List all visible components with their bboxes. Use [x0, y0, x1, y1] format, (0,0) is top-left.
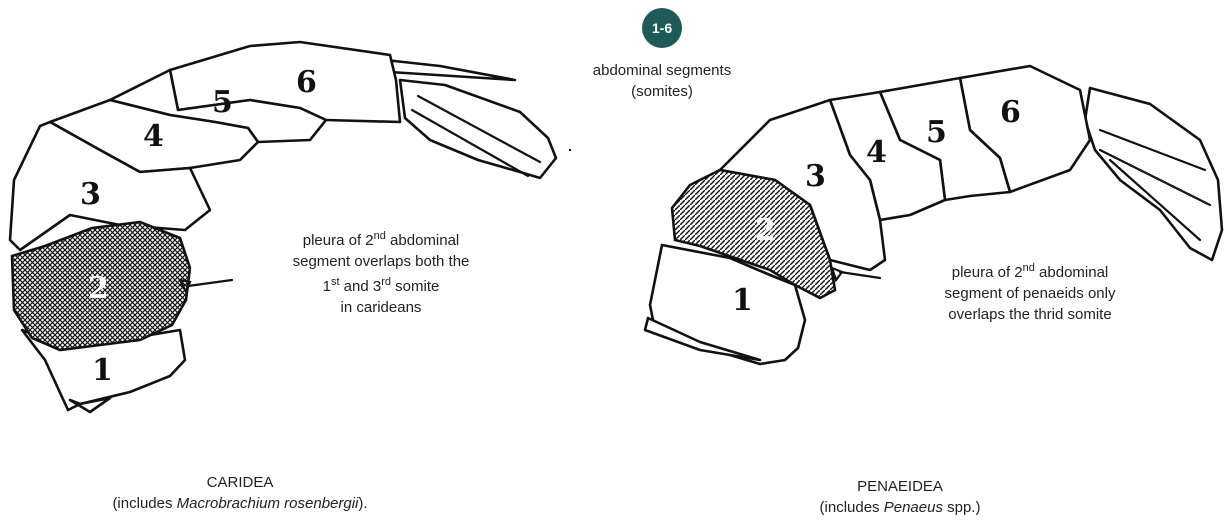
caridea-note-text: abdominal [386, 232, 459, 249]
penaeidea-note-text: abdominal [1035, 264, 1108, 281]
penaeidea-segment-label-1: 1 [732, 283, 753, 318]
penaeidea-note: pleura of 2nd abdominal segment of penae… [880, 258, 1180, 325]
caridea-note-line4: in carideans [236, 297, 526, 318]
penaeidea-caption-text: spp.) [943, 499, 981, 516]
penaeidea-segment-label-5: 5 [926, 115, 947, 150]
caridea-segment-label-3: 3 [80, 177, 101, 212]
penaeidea-segment-label-4: 4 [866, 135, 887, 170]
caridea-segment-label-1: 1 [92, 353, 113, 388]
caridea-segment-label-4: 4 [143, 119, 164, 154]
penaeidea-segment-label-2: 2 [755, 213, 776, 248]
legend-description-line2: (somites) [552, 81, 772, 102]
penaeidea-pointer-arrow [840, 272, 880, 278]
caridea-caption: CARIDEA (includes Macrobrachium rosenber… [90, 472, 390, 514]
caridea-caption-text: ). [358, 495, 367, 512]
caridea-note-sup: rd [381, 276, 391, 288]
segment-range-badge: 1-6 [642, 8, 682, 48]
legend-description: abdominal segments (somites) [552, 60, 772, 102]
caridea-caption-text: (includes [112, 495, 176, 512]
caridea-pointer-arrow [188, 280, 232, 286]
penaeidea-caption-species: Penaeus [884, 499, 943, 516]
caridea-caption-species: Macrobrachium rosenbergii [177, 495, 359, 512]
caridea-segment-label-6: 6 [296, 65, 317, 100]
caridea-note-text: 1 [323, 278, 331, 295]
caridea-segment-label-2: 2 [88, 271, 109, 306]
caridea-note: pleura of 2nd abdominal segment overlaps… [236, 226, 526, 318]
penaeidea-note-line2: segment of penaeids only [880, 283, 1180, 304]
penaeidea-note-line3: overlaps the thrid somite [880, 304, 1180, 325]
caridea-note-text: and 3 [340, 278, 382, 295]
legend-description-line1: abdominal segments [552, 60, 772, 81]
caridea-note-text: somite [391, 278, 439, 295]
caridea-note-sup: st [331, 276, 340, 288]
caridea-note-line2: segment overlaps both the [236, 251, 526, 272]
penaeidea-note-text: pleura of 2 [952, 264, 1023, 281]
penaeidea-note-sup: nd [1023, 262, 1035, 274]
penaeidea-caption-text: (includes [820, 499, 884, 516]
caridea-note-sup: nd [374, 230, 386, 242]
caridea-caption-title: CARIDEA [90, 472, 390, 493]
caridea-segment-label-5: 5 [212, 85, 233, 120]
penaeidea-tail-fan [1085, 88, 1222, 260]
penaeidea-caption-title: PENAEIDEA [770, 476, 1030, 497]
caridea-note-text: pleura of 2 [303, 232, 374, 249]
penaeidea-segment-label-6: 6 [1000, 95, 1021, 130]
caridea-tail-tip [385, 60, 515, 80]
penaeidea-caption: PENAEIDEA (includes Penaeus spp.) [770, 476, 1030, 518]
penaeidea-segment-label-3: 3 [805, 159, 826, 194]
